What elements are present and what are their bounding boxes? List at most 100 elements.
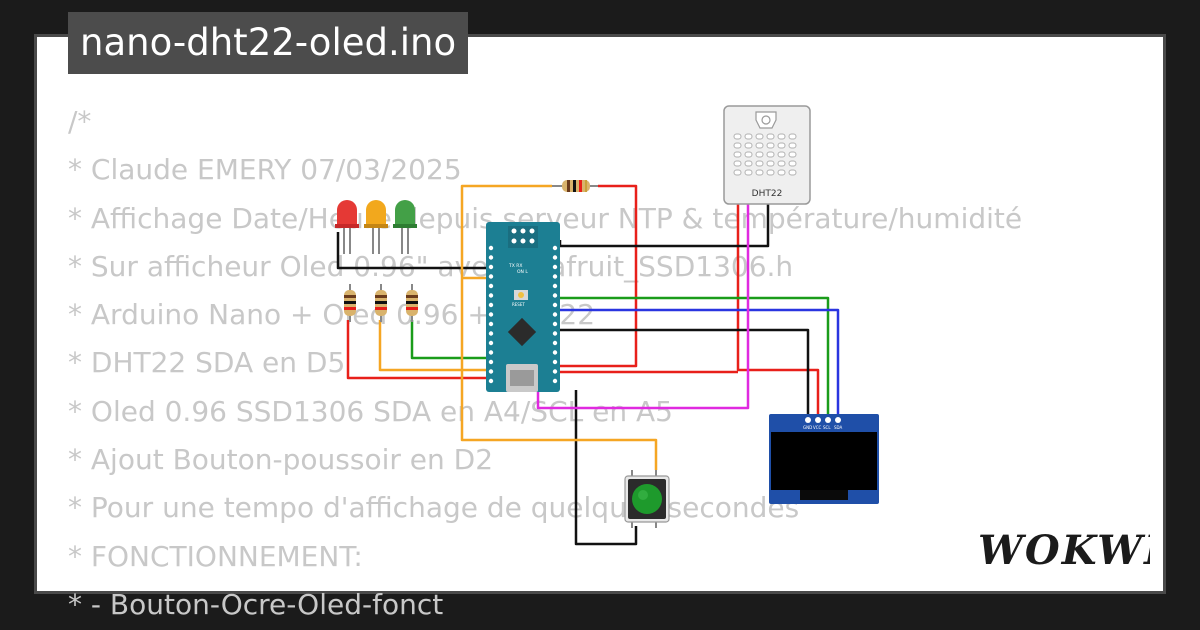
nano-pin: [488, 331, 494, 336]
nano-pin: [552, 359, 558, 365]
dht22-vent-slot: [766, 169, 775, 176]
dht22-vent-slot: [766, 133, 775, 140]
dht22-label: DHT22: [752, 189, 783, 199]
dht22-vent-slot: [788, 169, 797, 176]
wokwi-logo: WOKWI: [978, 527, 1150, 574]
dht22-vent-slot: [744, 160, 753, 167]
oled-pin-sda: SDA: [834, 425, 843, 430]
dht22-vent-slot: [733, 133, 742, 140]
led-green: [393, 200, 417, 254]
code-line: * Claude EMERY 07/03/2025: [68, 153, 462, 187]
dht22-vent-slot: [744, 133, 753, 140]
code-line: * Sur afficheur Oled 0.96" avec Adafruit…: [68, 249, 794, 283]
dht22-vent-slot: [777, 169, 786, 176]
wire-black-oled: [560, 328, 810, 420]
dht22-vent-slot: [755, 133, 764, 140]
wire-green-oled: [560, 296, 830, 420]
nano-pin: [488, 264, 494, 270]
dht22-vent-slot: [755, 142, 764, 149]
dht22-vent-slot: [755, 151, 764, 158]
nano-pin: [488, 245, 494, 251]
nano-pin: [488, 312, 494, 317]
nano-pin: [552, 331, 558, 336]
nano-pin: [552, 274, 558, 279]
dht22-vent-slot: [733, 151, 742, 158]
code-line: /*: [68, 105, 92, 138]
nano-pin: [488, 340, 494, 346]
led-yellow: [364, 200, 388, 254]
oled-display: GND VCC SCL SDA: [769, 414, 879, 504]
oled-pin-scl: SCL: [823, 425, 831, 430]
dht22-vent-slot: [777, 142, 786, 149]
oled-pin-vcc: VCC: [813, 425, 822, 430]
resistor-pullup: [552, 180, 598, 192]
dht22-vent-slot: [788, 133, 797, 140]
nano-pin: [488, 350, 494, 355]
wire-red-leds: [346, 320, 494, 380]
resistor-led-2: [375, 284, 387, 322]
nano-pin: [488, 369, 494, 374]
dht22-vent-slot: [755, 160, 764, 167]
code-line: * FONCTIONNEMENT:: [68, 539, 363, 573]
dht22-vent-slot: [733, 142, 742, 149]
nano-pin: [488, 283, 494, 289]
wire-green-led: [410, 320, 494, 360]
nano-pin: [552, 321, 558, 327]
dht22-vent-slot: [777, 133, 786, 140]
nano-txrx-label: TX RX: [508, 263, 522, 269]
code-line: * Pour une tempo d'affichage de quelques…: [68, 491, 800, 525]
wire-red-dht: [736, 204, 820, 420]
nano-pin: [552, 369, 558, 374]
nano-pin: [552, 264, 558, 270]
preview-card: [34, 34, 1166, 594]
nano-pin: [488, 293, 494, 298]
oled-pin-gnd: GND: [803, 425, 812, 430]
dht22-vent-slot: [766, 151, 775, 158]
dht22-sensor: DHT22: [723, 105, 811, 205]
dht22-vent-slot: [788, 151, 797, 158]
nano-pin: [552, 245, 558, 251]
dht22-vent-slot: [766, 160, 775, 167]
dht22-vent-slot: [766, 142, 775, 149]
nano-pin: [552, 255, 558, 260]
nano-pin: [552, 340, 558, 346]
code-line: * Oled 0.96 SSD1306 SDA en A4/SCL en A5: [68, 394, 673, 428]
nano-pin: [552, 378, 558, 384]
code-line: * DHT22 SDA en D5: [68, 346, 346, 380]
pushbutton: [624, 470, 670, 528]
nano-pin: [488, 378, 494, 384]
dht22-vent-slot: [744, 142, 753, 149]
project-title[interactable]: nano-dht22-oled.ino: [68, 12, 469, 74]
nano-pin: [488, 359, 494, 365]
led-red: [335, 200, 359, 254]
nano-pin: [488, 255, 494, 260]
dht22-vent-slot: [777, 160, 786, 167]
dht22-vent-slot: [788, 160, 797, 167]
nano-pin: [552, 312, 558, 317]
nano-reset-label: RESET: [512, 302, 525, 307]
wire-blue-oled: [560, 308, 840, 420]
nano-pin: [488, 321, 494, 327]
dht22-vent-slot: [777, 151, 786, 158]
nano-onl-label: ON L: [517, 269, 528, 275]
dht22-vent-slot: [733, 169, 742, 176]
dht22-vent-slot: [755, 169, 764, 176]
nano-pin: [552, 302, 558, 308]
dht22-vent-slot: [788, 142, 797, 149]
wokwi-logo-text: WOKWI: [978, 527, 1150, 574]
nano-pin: [552, 283, 558, 289]
wire-orange-resistor: [460, 184, 658, 470]
dht22-vent-slot: [733, 160, 742, 167]
resistor-led-1: [344, 284, 356, 322]
dht22-vent-slot: [744, 151, 753, 158]
nano-pin: [488, 302, 494, 308]
code-line: * Ajout Bouton-poussoir en D2: [68, 443, 494, 477]
nano-pin: [552, 350, 558, 355]
wire-magenta-dht: [536, 204, 750, 410]
dht22-vent-slot: [744, 169, 753, 176]
wire-black-leds: [336, 232, 494, 270]
wire-black-button: [574, 390, 638, 546]
code-line: * - Bouton-Ocre-Oled-fonct: [68, 587, 444, 621]
resistor-led-3: [406, 284, 418, 322]
